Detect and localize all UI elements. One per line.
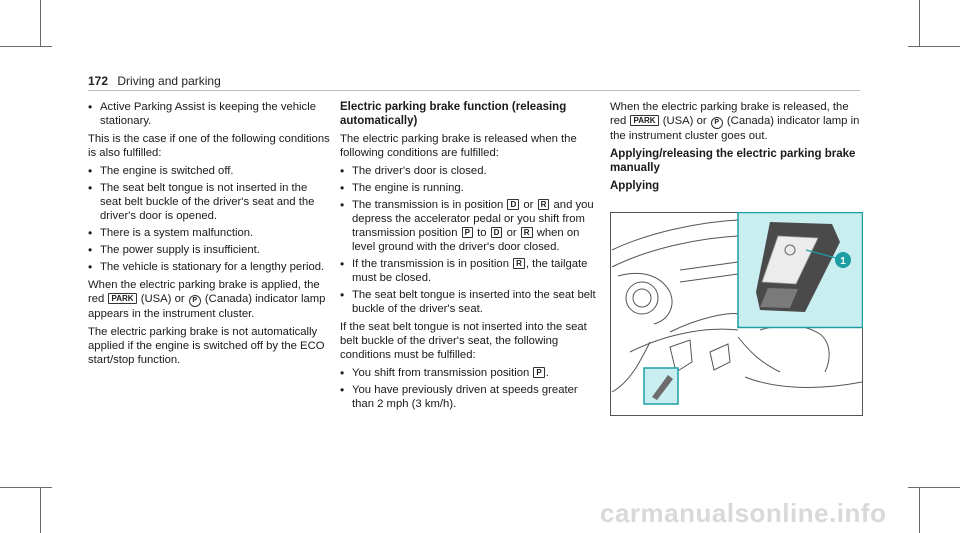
parking-brake-switch-small bbox=[652, 375, 673, 400]
crop-mark bbox=[0, 487, 52, 488]
gear-p-icon: P bbox=[533, 367, 545, 378]
list-item: There is a system malfunction. bbox=[88, 226, 330, 240]
page-header: 172 Driving and parking bbox=[88, 74, 221, 88]
paragraph: If the seat belt tongue is not inserted … bbox=[340, 321, 587, 361]
column-2: Electric parking brake function (releasi… bbox=[340, 100, 598, 415]
paragraph: The electric parking brake is released w… bbox=[340, 133, 577, 159]
list-item: The seat belt tongue is inserted into th… bbox=[340, 288, 598, 316]
crop-mark bbox=[919, 0, 920, 46]
bullet-list: The engine is switched off. The seat bel… bbox=[88, 164, 330, 274]
list-item: The transmission is in position D or R a… bbox=[340, 198, 598, 254]
bullet-list: Active Parking Assist is keeping the veh… bbox=[88, 100, 330, 128]
crop-mark bbox=[40, 0, 41, 46]
list-item: If the transmission is in position R, th… bbox=[340, 257, 598, 285]
gear-p-icon: P bbox=[461, 227, 473, 238]
header-divider bbox=[88, 90, 860, 91]
list-item: You shift from transmission position P. bbox=[340, 366, 598, 380]
section-title: Driving and parking bbox=[117, 74, 221, 88]
list-item: The power supply is insufficient. bbox=[88, 243, 330, 257]
crop-mark bbox=[40, 487, 41, 533]
list-item: The driver's door is closed. bbox=[340, 164, 598, 178]
crop-mark bbox=[908, 46, 960, 47]
gear-r-icon: R bbox=[513, 258, 525, 269]
parking-brake-illustration: 1 bbox=[610, 212, 863, 416]
bullet-list: You shift from transmission position P. … bbox=[340, 366, 598, 411]
bullet-list: The driver's door is closed. The engine … bbox=[340, 164, 598, 316]
section-heading: Electric parking brake function (releasi… bbox=[340, 101, 567, 127]
list-item: The vehicle is stationary for a lengthy … bbox=[88, 260, 330, 274]
park-indicator-icon: PARK bbox=[630, 115, 659, 126]
paragraph: The electric parking brake is not automa… bbox=[88, 326, 325, 366]
parking-brake-switch bbox=[761, 235, 819, 285]
list-item: You have previously driven at speeds gre… bbox=[340, 383, 598, 411]
list-item: The engine is switched off. bbox=[88, 164, 330, 178]
crop-mark bbox=[908, 487, 960, 488]
list-item: The seat belt tongue is not inserted in … bbox=[88, 181, 330, 223]
sub-heading: Applying bbox=[610, 180, 660, 192]
section-heading: Applying/releasing the electric parking … bbox=[610, 148, 856, 174]
crop-mark bbox=[0, 46, 52, 47]
column-3: When the electric parking brake is relea… bbox=[610, 100, 865, 197]
switch-shadow bbox=[760, 288, 798, 308]
callout-line bbox=[805, 249, 837, 259]
list-item: Active Parking Assist is keeping the veh… bbox=[88, 100, 330, 128]
page-number: 172 bbox=[88, 74, 109, 88]
parking-brake-indicator-icon: P bbox=[188, 295, 201, 307]
list-item: The engine is running. bbox=[340, 181, 598, 195]
column-1: Active Parking Assist is keeping the veh… bbox=[88, 100, 330, 371]
paragraph: When the electric parking brake is relea… bbox=[610, 101, 860, 142]
callout-number: 1 bbox=[840, 256, 846, 267]
parking-brake-symbol-icon bbox=[784, 244, 796, 256]
dashboard-line-art bbox=[611, 219, 863, 393]
gear-d-icon: D bbox=[490, 227, 503, 238]
parking-brake-indicator-icon: P bbox=[710, 117, 723, 129]
paragraph: This is the case if one of the following… bbox=[88, 133, 330, 159]
gear-r-icon: R bbox=[537, 199, 550, 210]
gear-d-icon: D bbox=[507, 199, 520, 210]
watermark: carmanualsonline.info bbox=[600, 498, 887, 528]
gear-r-icon: R bbox=[520, 227, 533, 238]
paragraph: When the electric parking brake is appli… bbox=[88, 279, 326, 320]
park-indicator-icon: PARK bbox=[108, 293, 137, 304]
crop-mark bbox=[919, 487, 920, 533]
callout-marker bbox=[835, 252, 851, 268]
